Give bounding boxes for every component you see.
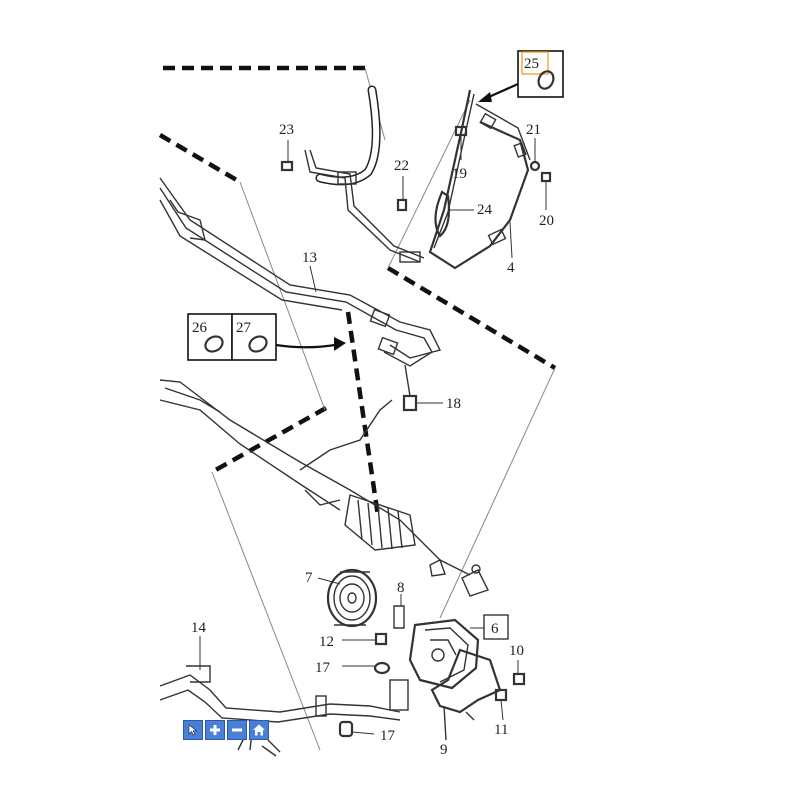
- callout-25: 25: [524, 56, 539, 72]
- section-boundary-right: [386, 266, 557, 370]
- washer-17b: [338, 720, 354, 738]
- callout-24[interactable]: 24: [477, 202, 493, 218]
- select-button[interactable]: [183, 720, 203, 740]
- guide-line-3: [211, 471, 321, 751]
- tube-13: [159, 177, 442, 367]
- washer-21: [529, 160, 541, 172]
- callout-box-26[interactable]: 26: [187, 313, 233, 361]
- steering-rack: [159, 379, 489, 597]
- callout-7[interactable]: 7: [305, 570, 313, 586]
- callout-17b[interactable]: 17: [380, 728, 396, 744]
- bolt-8: [393, 605, 405, 629]
- callout-21[interactable]: 21: [526, 122, 541, 138]
- zoom-out-icon: [232, 728, 242, 732]
- callout-13[interactable]: 13: [302, 250, 317, 266]
- callout-6: 6: [491, 621, 499, 637]
- tube-14: [159, 665, 409, 723]
- selected-label-highlight: [521, 51, 549, 75]
- pulley-7: [326, 568, 378, 628]
- home-icon: [253, 724, 265, 736]
- callout-12[interactable]: 12: [319, 634, 334, 650]
- tube-bracket-23: [304, 149, 425, 263]
- bracket-9: [430, 648, 502, 714]
- callout-box-6[interactable]: 6: [483, 614, 509, 640]
- leader-7: [317, 577, 341, 585]
- leader-17b: [351, 731, 375, 735]
- bolt-18: [402, 364, 443, 412]
- callout-8[interactable]: 8: [397, 580, 405, 596]
- return-hose-upper: [315, 85, 381, 186]
- section-boundary-mid: [210, 406, 328, 474]
- callout-22[interactable]: 22: [394, 158, 409, 174]
- callout-9[interactable]: 9: [440, 742, 448, 758]
- section-boundary-left: [158, 133, 242, 184]
- fastener-9-hint: [443, 705, 475, 741]
- partial-part-bottom: [237, 731, 281, 757]
- callout-box-25[interactable]: 25: [517, 50, 564, 98]
- arrow-26-27: [275, 342, 341, 349]
- callout-18[interactable]: 18: [446, 396, 461, 412]
- callout-17a[interactable]: 17: [315, 660, 331, 676]
- leader-4: [509, 221, 513, 259]
- hose-clamp-24: [434, 190, 451, 238]
- zoom-toolbar: [183, 720, 269, 740]
- home-button[interactable]: [249, 720, 269, 740]
- callout-20[interactable]: 20: [539, 213, 554, 229]
- fitting-20: [540, 171, 552, 210]
- section-boundary-vertical: [345, 311, 381, 517]
- washer-17a: [373, 661, 391, 675]
- pressure-hose-4: [428, 89, 531, 270]
- zoom-out-button[interactable]: [227, 720, 247, 740]
- arrow-26-27-head: [334, 337, 346, 351]
- bolt-22: [396, 176, 408, 212]
- callout-27: 27: [236, 320, 252, 336]
- callout-23[interactable]: 23: [279, 122, 294, 138]
- arrow-25-head: [478, 92, 492, 102]
- callout-11[interactable]: 11: [494, 722, 508, 738]
- zoom-in-icon: [210, 725, 220, 735]
- guide-line-2: [239, 181, 326, 411]
- leader-13: [309, 265, 317, 293]
- guide-line-4: [439, 367, 556, 619]
- bolt-12: [374, 632, 388, 646]
- bolt-23: [280, 140, 294, 172]
- power-steering-pump-6: [408, 618, 480, 690]
- fitting-19: [454, 125, 468, 160]
- leader-11: [500, 699, 504, 721]
- callout-box-27[interactable]: 27: [231, 313, 277, 361]
- callout-10[interactable]: 10: [509, 643, 524, 659]
- callout-14[interactable]: 14: [191, 620, 207, 636]
- select-icon: [188, 724, 198, 736]
- zoom-in-button[interactable]: [205, 720, 225, 740]
- callout-26: 26: [192, 320, 208, 336]
- callout-4[interactable]: 4: [507, 260, 515, 276]
- callout-19[interactable]: 19: [452, 166, 467, 182]
- bolt-10: [512, 672, 526, 686]
- guide-line-5: [387, 99, 471, 269]
